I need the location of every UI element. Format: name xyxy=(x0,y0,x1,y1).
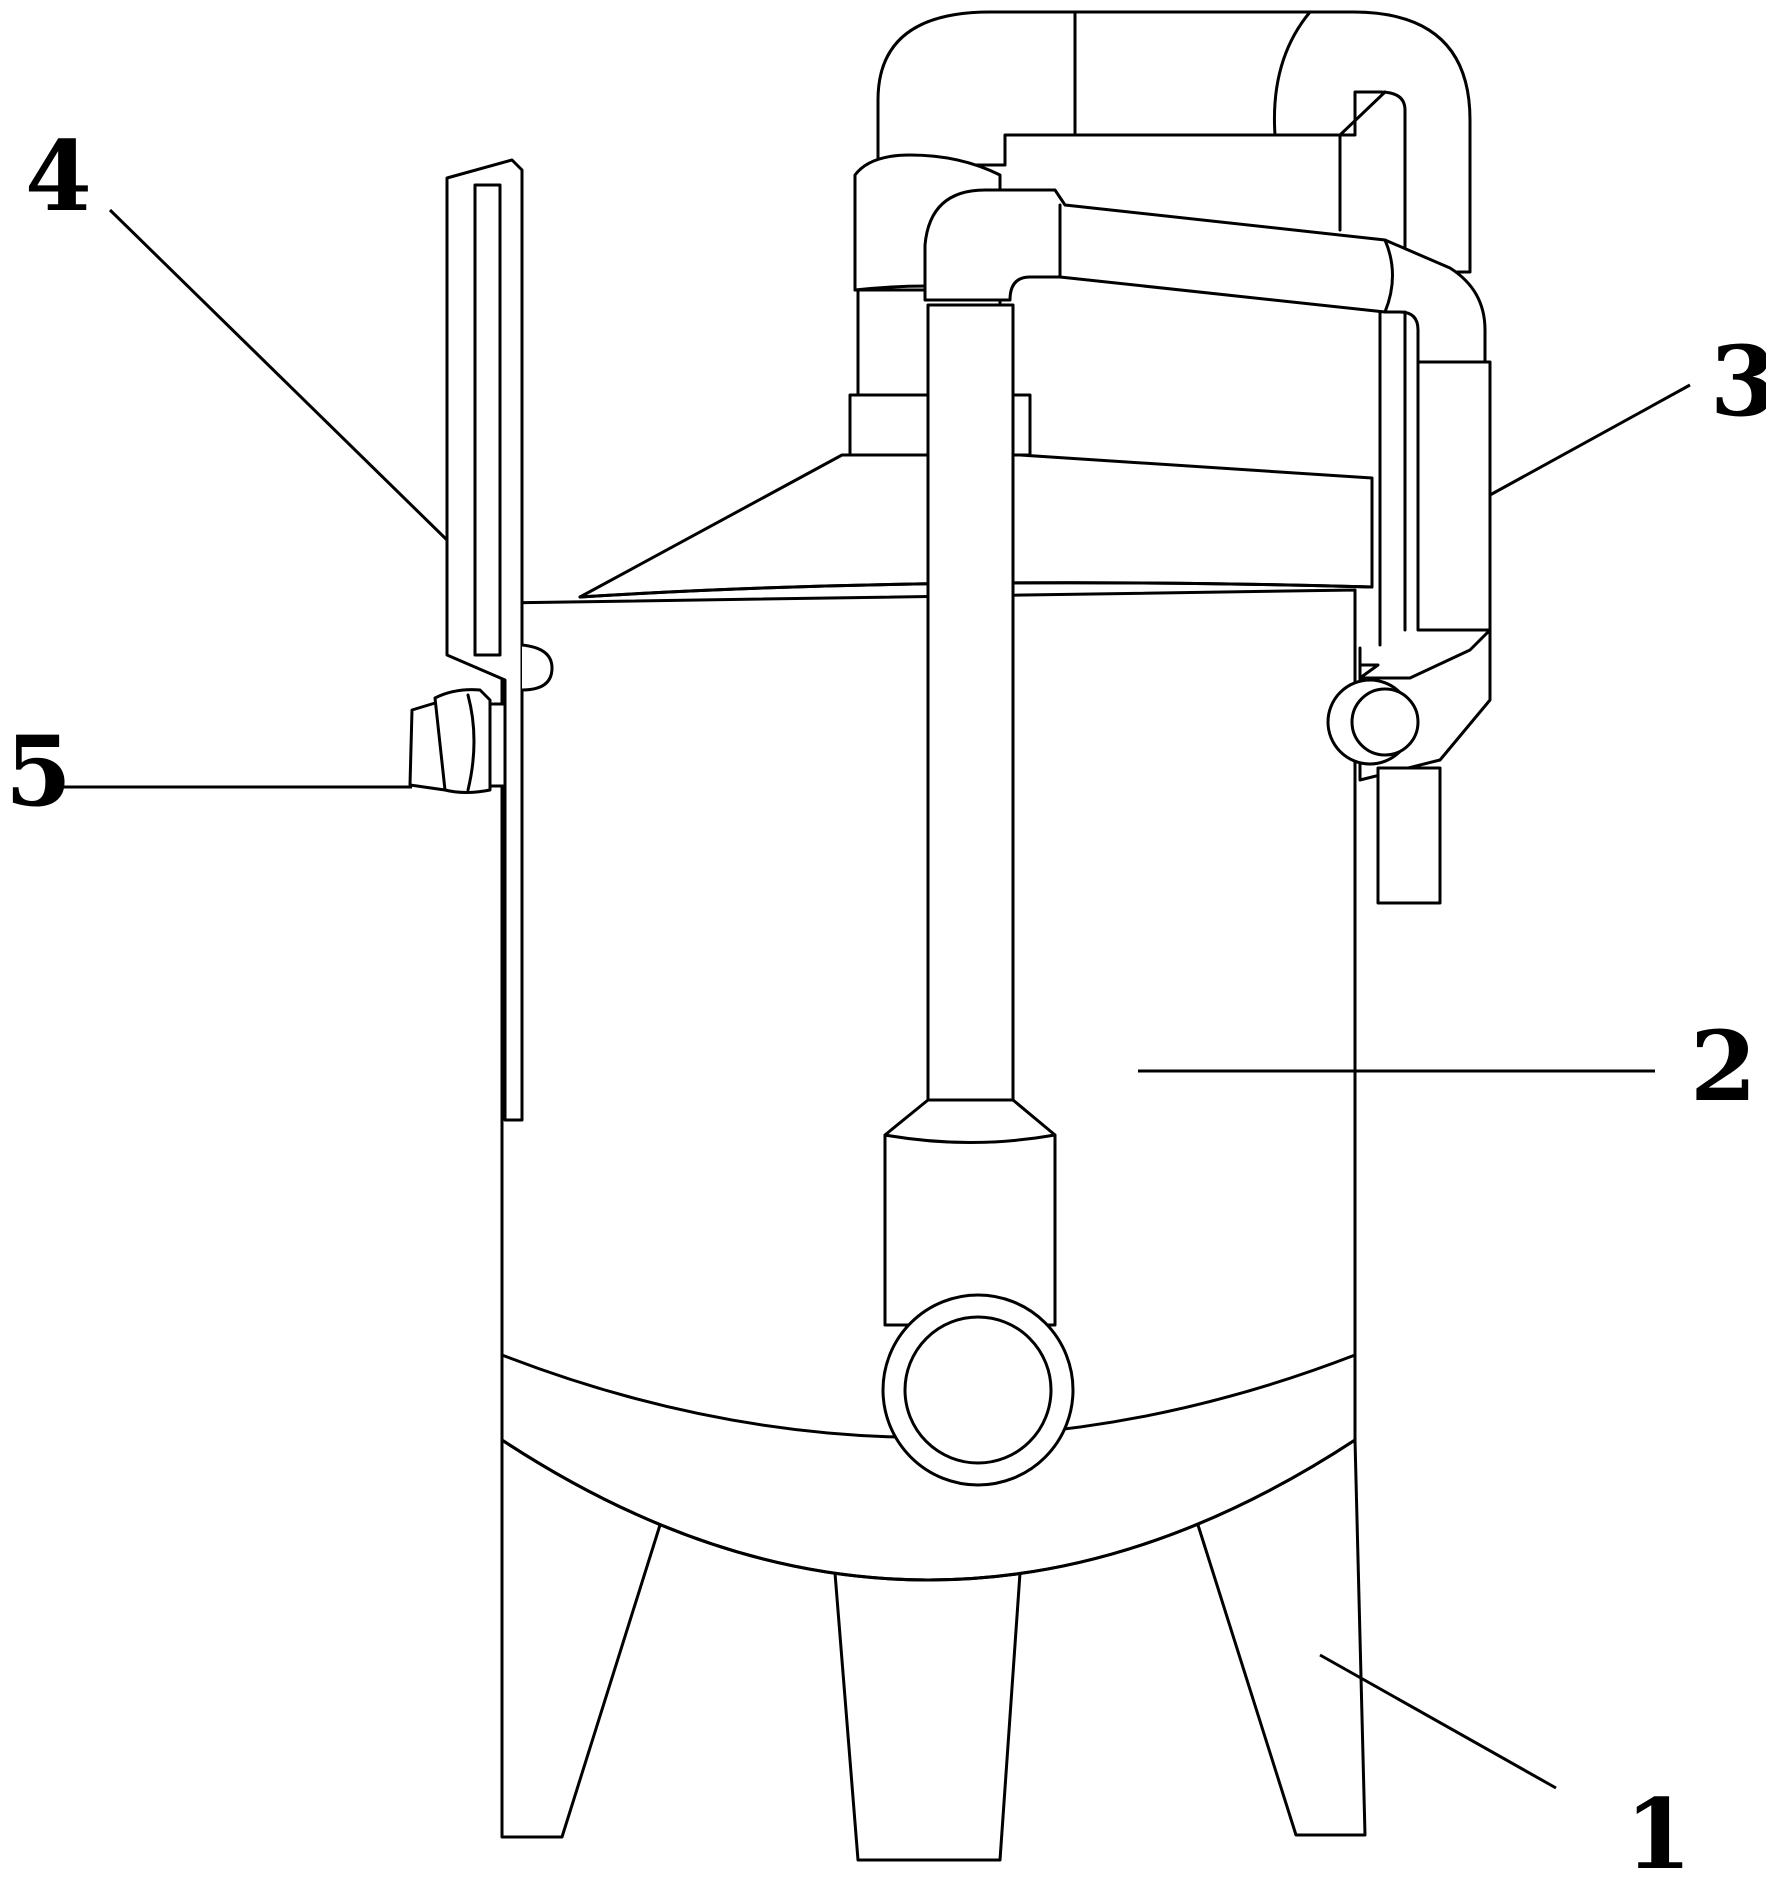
label-5: 5 xyxy=(5,715,72,828)
reference-labels: 1 2 3 4 5 xyxy=(5,120,1766,1877)
label-2: 2 xyxy=(1690,1010,1757,1123)
label-1: 1 xyxy=(1625,1778,1692,1877)
side-valve xyxy=(1326,628,1492,905)
leader-line-4 xyxy=(108,208,449,542)
label-3: 3 xyxy=(1710,325,1766,438)
center-pipe xyxy=(881,303,1075,1487)
leader-line-3 xyxy=(1489,383,1691,497)
leader-line-1 xyxy=(1319,1653,1557,1790)
side-fitting xyxy=(408,688,507,794)
support-legs xyxy=(500,1438,1367,1862)
level-gauge xyxy=(445,158,554,1122)
upper-piping xyxy=(848,10,1492,647)
leader-lines xyxy=(55,208,1691,1790)
label-4: 4 xyxy=(25,120,92,233)
